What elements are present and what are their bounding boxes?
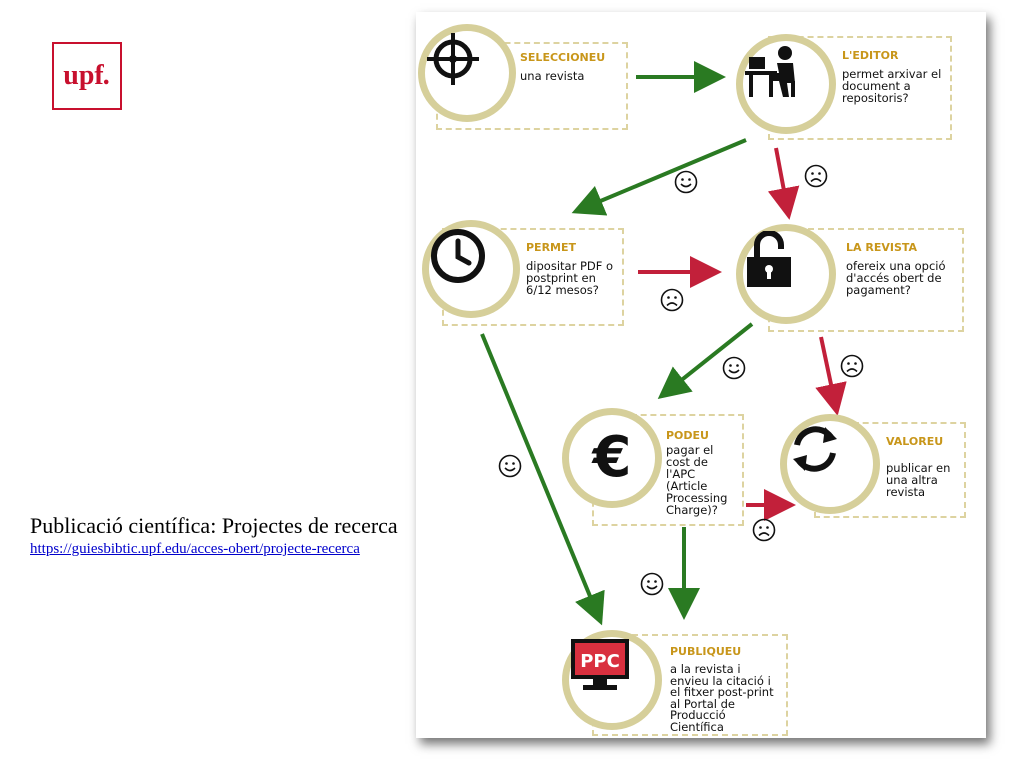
arrow-permet-to-publiqueu — [480, 333, 605, 626]
upf-logo-text: upf — [63, 60, 104, 91]
sad-face-icon — [660, 288, 684, 312]
node-revista-text: ofereix una opció d'accés obert de pagam… — [846, 259, 946, 297]
node-editor-heading: L'EDITOR — [842, 49, 899, 62]
open-padlock-icon — [747, 231, 791, 287]
node-revista-circle — [736, 224, 836, 324]
monitor-ppc-label: PPC — [580, 651, 620, 672]
upf-logo-dot: . — [103, 60, 111, 91]
node-podeu-text: pagar el cost de l'APC (Article Processi… — [666, 443, 728, 517]
happy-face-icon — [498, 454, 522, 478]
arrow-editor-to-revista — [767, 147, 800, 220]
euro-icon: € — [592, 425, 632, 490]
person-at-computer-icon — [745, 46, 795, 97]
caption: Publicació científica: Projectes de rece… — [30, 512, 398, 558]
clock-icon — [431, 229, 485, 283]
sad-face-icon — [804, 164, 828, 188]
node-editor-circle — [736, 34, 836, 134]
caption-title: Publicació científica: Projectes de rece… — [30, 513, 398, 538]
arrow-editor-to-permet — [571, 138, 747, 216]
arrow-revista-to-podeu — [657, 322, 754, 399]
node-publiqueu-text: a la revista i envieu la citació i el fi… — [670, 662, 774, 734]
node-permet-heading: PERMET — [526, 241, 577, 254]
crosshair-icon — [427, 33, 479, 85]
sad-face-icon — [840, 354, 864, 378]
arrow-revista-to-valoreu — [815, 336, 847, 416]
flowchart-panel: SELECCIONEU una revista L'EDITOR permet … — [416, 12, 986, 738]
node-valoreu-circle — [780, 414, 880, 514]
node-valoreu-text: publicar en una altra revista — [886, 461, 951, 499]
node-select-heading: SELECCIONEU — [520, 51, 606, 64]
refresh-icon — [793, 426, 837, 472]
happy-face-icon — [722, 356, 746, 380]
node-publiqueu-heading: PUBLIQUEU — [670, 645, 742, 658]
upf-logo: upf. — [52, 42, 122, 110]
node-select-text: una revista — [520, 69, 585, 83]
node-podeu-heading: PODEU — [666, 429, 709, 442]
happy-face-icon — [674, 170, 698, 194]
node-select-circle — [418, 24, 516, 122]
node-permet-circle — [422, 220, 520, 318]
caption-link[interactable]: https://guiesbibtic.upf.edu/acces-obert/… — [30, 541, 360, 557]
node-valoreu-heading: VALOREU — [886, 435, 944, 448]
node-permet-text: dipositar PDF o postprint en 6/12 mesos? — [526, 259, 614, 297]
node-revista-heading: LA REVISTA — [846, 241, 918, 254]
node-podeu-circle: € — [562, 408, 662, 508]
sad-face-icon — [752, 518, 776, 542]
node-editor-text: permet arxivar el document a repositoris… — [842, 67, 942, 105]
monitor-ppc-icon: PPC — [571, 639, 629, 690]
node-publiqueu-circle: PPC — [562, 630, 662, 730]
happy-face-icon — [640, 572, 664, 596]
flowchart-arrows — [480, 61, 847, 626]
